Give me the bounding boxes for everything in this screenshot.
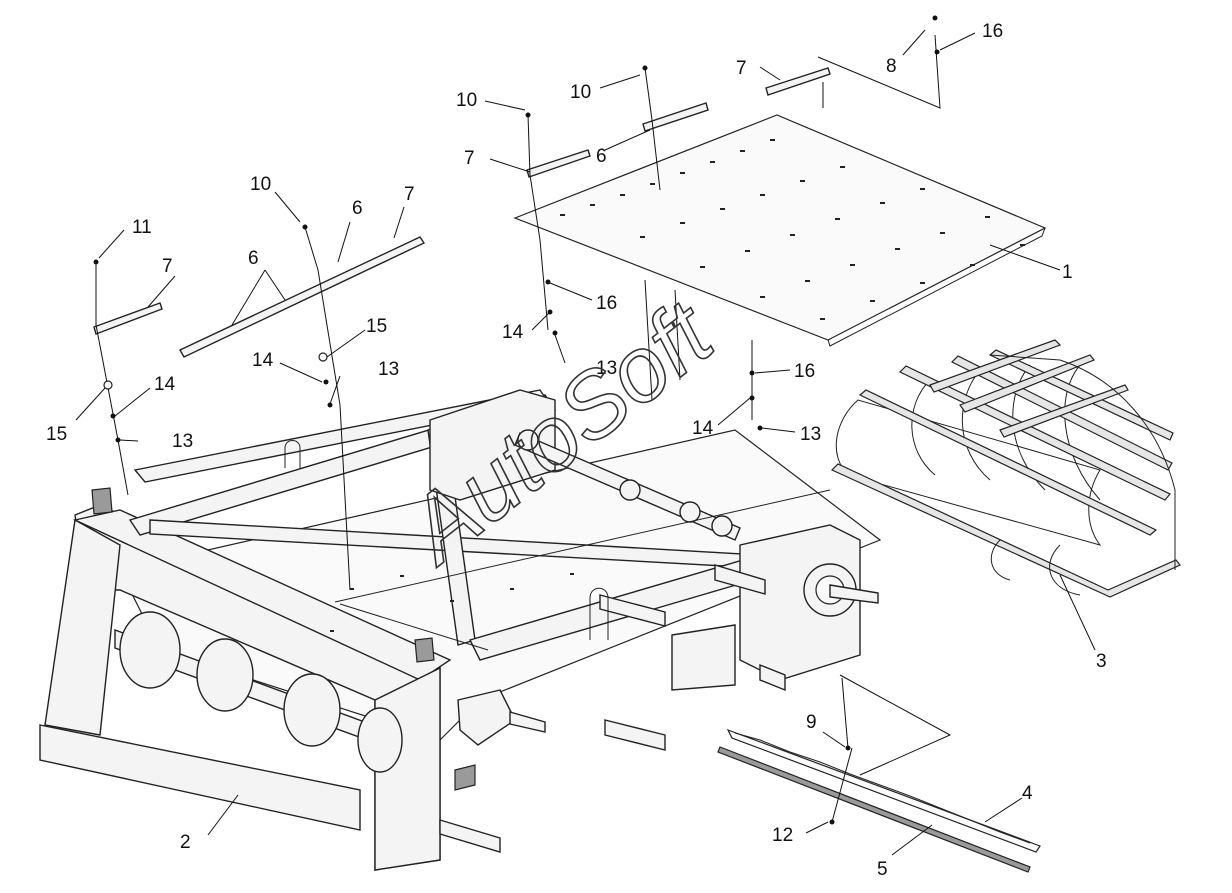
callout-15b: 15 — [366, 316, 387, 337]
callout-13c: 13 — [596, 358, 617, 379]
callout-14a: 14 — [154, 374, 176, 395]
callout-10a: 10 — [456, 90, 477, 111]
callout-13a: 13 — [172, 431, 193, 452]
callout-labels: 1 2 3 4 5 6 6 6 7 7 7 7 8 9 10 10 10 11 … — [46, 21, 1107, 880]
blade-strip — [717, 746, 1031, 873]
callout-12: 12 — [772, 825, 793, 846]
callout-7b: 7 — [162, 256, 173, 277]
callout-1: 1 — [1062, 262, 1073, 283]
callout-7d: 7 — [736, 58, 747, 79]
callout-9: 9 — [806, 712, 817, 733]
callout-2: 2 — [180, 832, 191, 853]
callout-6b: 6 — [352, 198, 363, 219]
callout-10b: 10 — [570, 82, 591, 103]
callout-3: 3 — [1096, 651, 1107, 672]
callout-4: 4 — [1022, 783, 1033, 804]
callout-14d: 14 — [692, 418, 714, 439]
callout-8: 8 — [886, 56, 897, 77]
callout-14b: 14 — [252, 350, 274, 371]
cutting-blade — [726, 728, 1041, 853]
callout-15a: 15 — [46, 424, 67, 445]
callout-7a: 7 — [404, 184, 415, 205]
plate-strips — [93, 67, 831, 358]
callout-14c: 14 — [502, 322, 524, 343]
reel-cage — [830, 339, 1181, 598]
callout-6c: 6 — [596, 146, 607, 167]
callout-13b: 13 — [378, 359, 399, 380]
callout-6a: 6 — [248, 248, 259, 269]
callout-13d: 13 — [800, 424, 821, 445]
callout-16a: 16 — [596, 293, 617, 314]
callout-10c: 10 — [250, 174, 271, 195]
callout-16c: 16 — [982, 21, 1003, 42]
callout-leaders — [75, 29, 1096, 856]
main-frame — [39, 389, 882, 871]
callout-11: 11 — [132, 217, 152, 238]
explode-lines — [95, 34, 952, 823]
callout-7c: 7 — [464, 148, 475, 169]
callout-16b: 16 — [794, 361, 815, 382]
callout-5: 5 — [877, 859, 888, 880]
cover-plate — [513, 114, 1047, 347]
fasteners — [93, 15, 940, 825]
